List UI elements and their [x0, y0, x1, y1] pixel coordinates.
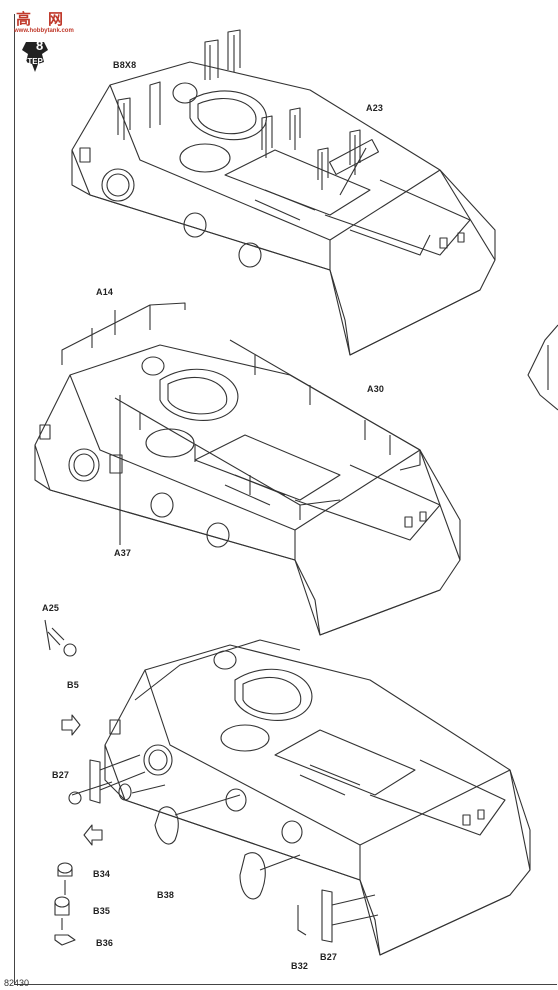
watermark-title-1: 高: [16, 10, 32, 28]
page-frame: [14, 14, 557, 985]
label-b36: B36: [96, 938, 114, 948]
hull-bottom: [61, 639, 531, 956]
label-b34: B34: [93, 869, 111, 879]
step-number: 8: [36, 38, 44, 53]
label-a23: A23: [366, 103, 384, 113]
watermark-title-2: 网: [48, 10, 64, 28]
label-b35: B35: [93, 906, 111, 916]
part-a25-b5: [44, 619, 77, 657]
hull-top: [71, 29, 496, 356]
label-b38: B38: [157, 890, 175, 900]
product-code: 82430: [4, 978, 30, 988]
hull-middle: [34, 302, 461, 636]
label-b8x8: B8X8: [113, 60, 137, 70]
part-stack-b34-b35-b36: [54, 862, 76, 946]
label-a30: A30: [367, 384, 385, 394]
label-a37: A37: [114, 548, 132, 558]
label-b27-left: B27: [52, 770, 70, 780]
watermark-url: www.hobbytank.com: [14, 28, 74, 34]
hull-partial-right: [527, 324, 558, 411]
step-badge-icon: [22, 42, 48, 72]
label-b32: B32: [291, 961, 309, 971]
label-b5: B5: [67, 680, 79, 690]
label-b27-right: B27: [320, 952, 338, 962]
label-a14: A14: [96, 287, 114, 297]
step-label: STEP: [22, 57, 43, 66]
label-a25: A25: [42, 603, 60, 613]
